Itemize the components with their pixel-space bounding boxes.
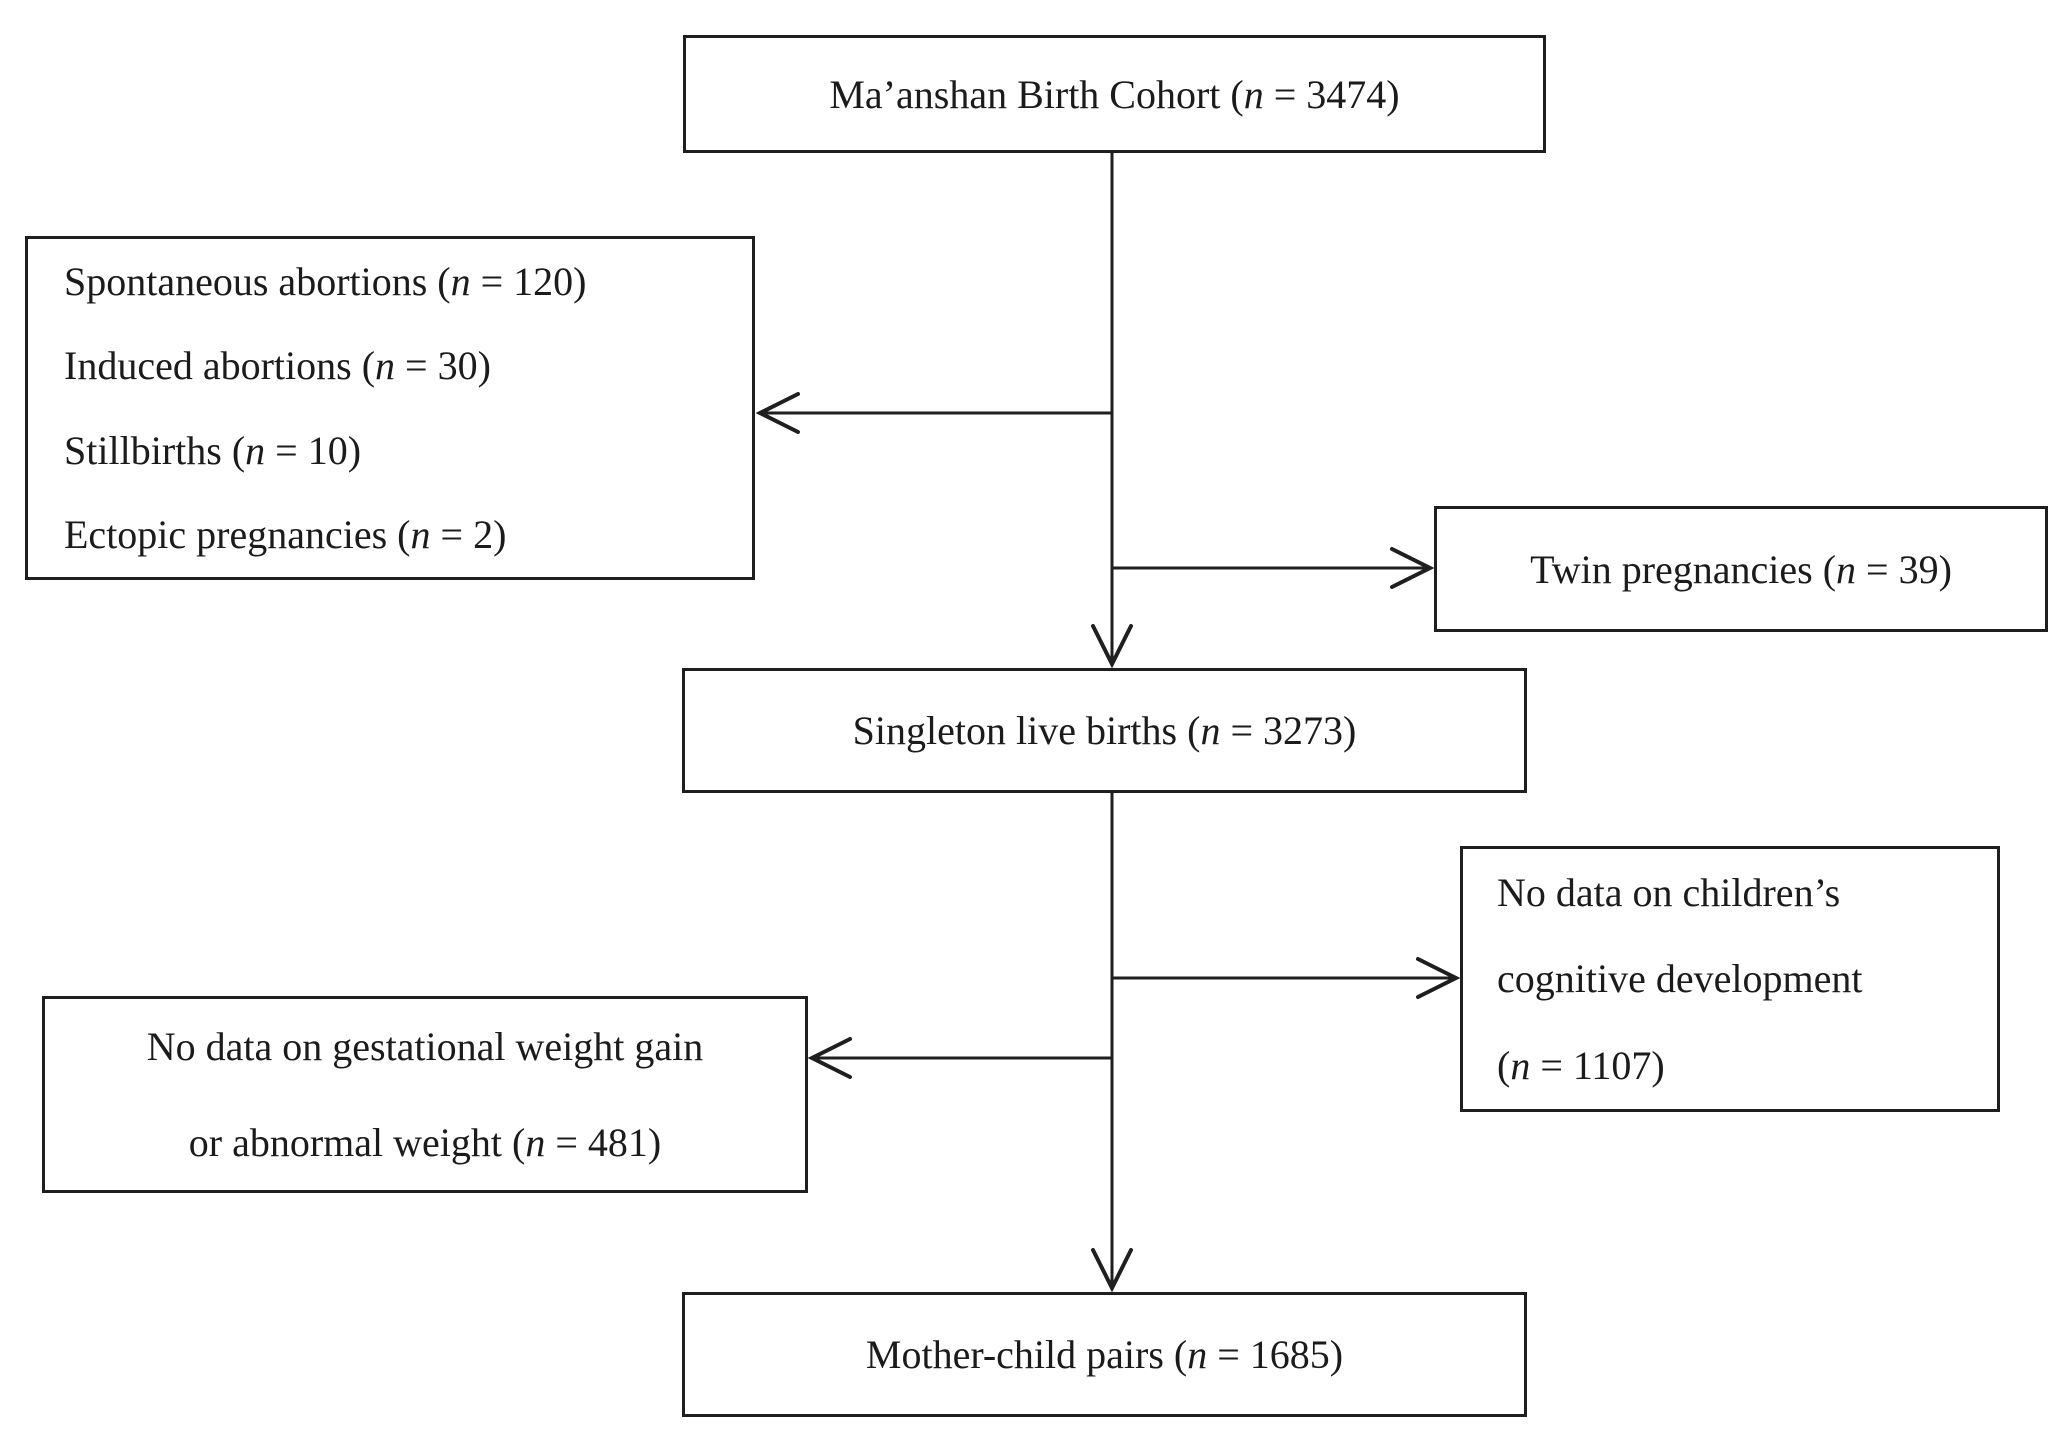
box-birth-cohort: Ma’anshan Birth Cohort (n = 3474) [683,35,1546,153]
label-var-n: n [245,427,266,473]
exclusion-line-spontaneous: Spontaneous abortions (n = 120) [64,258,587,305]
label-text-post: = 1685) [1207,1332,1344,1377]
box-no-gwg-data: No data on gestational weight gain or ab… [42,996,808,1193]
label-text-pre: Twin pregnancies ( [1530,546,1837,592]
birth-cohort-label: Ma’anshan Birth Cohort (n = 3474) [829,71,1399,118]
box-singleton-live-births: Singleton live births (n = 3273) [682,668,1527,793]
label-text-post: = 120) [470,258,587,304]
box-twin-pregnancies: Twin pregnancies (n = 39) [1434,506,2048,632]
label-text-pre: Ectopic pregnancies ( [64,512,411,558]
label-text-pre: Singleton live births ( [852,708,1201,753]
label-var-n: n [450,258,471,304]
label-var-n: n [1200,708,1221,753]
label-text-pre: Mother-child pairs ( [865,1332,1188,1377]
label-var-n: n [1187,1332,1208,1377]
singleton-label: Singleton live births (n = 3273) [853,707,1357,754]
cognitive-line-2: cognitive development [1497,955,1862,1002]
gwg-line-1: No data on gestational weight gain [147,1023,704,1070]
label-text-pre: or abnormal weight ( [188,1119,526,1165]
label-text-post: = 39) [1856,546,1952,592]
label-text-post: = 30) [395,343,491,389]
label-var-n: n [410,512,431,558]
label-text-post: = 1107) [1530,1043,1665,1089]
label-text-pre: No data on gestational weight gain [146,1024,704,1070]
twin-pregnancies-label: Twin pregnancies (n = 39) [1530,546,1952,593]
label-text-post: = 2) [430,512,507,558]
exclusion-line-induced: Induced abortions (n = 30) [64,342,491,389]
label-var-n: n [1510,1043,1531,1089]
label-text-pre: No data on children’s [1497,869,1841,915]
label-text-pre: Ma’anshan Birth Cohort ( [829,71,1244,117]
mother-child-pairs-label: Mother-child pairs (n = 1685) [866,1331,1343,1378]
label-text-pre: ( [1497,1043,1511,1089]
label-var-n: n [1243,71,1264,117]
box-no-cognitive-data: No data on children’s cognitive developm… [1460,846,2000,1112]
label-text-pre: Induced abortions ( [64,343,376,389]
label-text-pre: Spontaneous abortions ( [64,258,451,304]
label-text-post: = 3273) [1220,708,1357,753]
cognitive-line-1: No data on children’s [1497,869,1840,916]
box-mother-child-pairs: Mother-child pairs (n = 1685) [682,1292,1527,1417]
exclusion-line-stillbirths: Stillbirths (n = 10) [64,427,361,474]
label-text-post: = 10) [265,427,362,473]
label-var-n: n [375,343,396,389]
label-text-post: = 481) [545,1119,662,1165]
cognitive-line-3: (n = 1107) [1497,1042,1665,1089]
label-text-pre: cognitive development [1497,956,1863,1002]
label-var-n: n [525,1119,546,1165]
label-text-post: = 3474) [1263,71,1400,117]
label-text-pre: Stillbirths ( [64,427,246,473]
exclusion-line-ectopic: Ectopic pregnancies (n = 2) [64,511,506,558]
gwg-line-2: or abnormal weight (n = 481) [189,1119,661,1166]
label-var-n: n [1836,546,1857,592]
box-early-exclusions: Spontaneous abortions (n = 120) Induced … [25,236,755,580]
